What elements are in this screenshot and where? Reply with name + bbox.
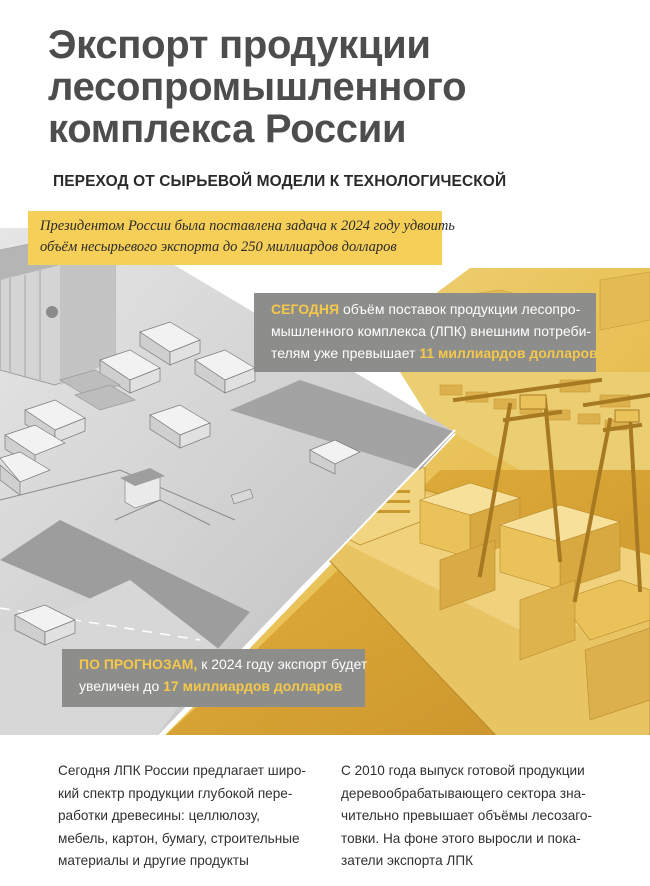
forecast-callout: ПО ПРОГНОЗАМ, к 2024 году экспорт будет … [62,649,367,707]
car [230,488,254,505]
road-right [230,380,455,470]
forecast-line-2: увеличен до 17 миллиардов долларов [79,675,355,697]
page-subtitle: ПЕРЕХОД ОТ СЫРЬЕВОЙ МОДЕЛИ К ТЕХНОЛОГИЧЕ… [53,173,507,190]
gantry-cranes [452,377,650,603]
page-title: Экспорт продукции лесопромышленного комп… [48,24,608,150]
warehouse-building [0,237,116,386]
right-line-2: деревообрабатывающего сектора зна- [341,785,586,801]
left-line-1: Сегодня ЛПК России предлагает широ- [58,763,306,778]
right-line-4: товки. На фоне этого выросли и пока- [341,830,581,846]
forecast-amount: 17 миллиардов долларов [163,678,343,694]
right-line-1: С 2010 года выпуск готовой продукции [341,763,585,778]
right-line-5: затели экспорта ЛПК [341,853,474,868]
goal-note-line-2: объём несырьевого экспорта до 250 миллиа… [40,239,397,255]
today-line-1-text: объём поставок продукции лесопро- [339,301,581,317]
title-line-1: Экспорт продукции [48,23,431,67]
today-line-1: СЕГОДНЯ объём поставок продукции лесопро… [271,298,586,320]
left-line-3: работки древесины: целлюлозу, [58,808,260,823]
quay [400,372,650,470]
today-highlight: СЕГОДНЯ [271,301,340,317]
title-line-2: лесопромышленного [48,65,467,109]
crane-cabins [519,394,640,423]
today-amount: 11 миллиардов долларов [419,345,598,361]
forecast-line-2-text: увеличен до [79,678,164,694]
goal-note: Президентом России была поставлена задач… [28,211,455,265]
today-line-3: телям уже превышает 11 миллиардов доллар… [271,342,598,364]
today-callout: СЕГОДНЯ объём поставок продукции лесопро… [254,293,598,372]
left-line-4: мебель, картон, бумагу, строительные [58,830,300,846]
forecast-highlight: ПО ПРОГНОЗАМ, [79,656,198,672]
pallet-area [59,369,136,411]
left-line-2: кий спектр продукции глубокой пере- [58,785,293,801]
today-line-2: мышленного комплекса (ЛПК) внешним потре… [271,323,592,339]
right-line-3: чительно превышает объёмы лесозаго- [341,808,592,823]
forecast-line-1-text: к 2024 году экспорт будет [197,656,368,672]
right-column-text: С 2010 года выпуск готовой продукции дер… [341,760,611,873]
left-column-text: Сегодня ЛПК России предлагает широ- кий … [58,760,318,873]
left-line-5: материалы и другие продукты [58,853,249,868]
today-line-3-text: телям уже превышает [271,345,420,361]
goal-note-line-1: Президентом России была поставлена задач… [40,218,455,234]
guard-booth [120,468,165,509]
forecast-line-1: ПО ПРОГНОЗАМ, к 2024 году экспорт будет [79,653,367,675]
title-line-3: комплекса России [48,107,407,151]
